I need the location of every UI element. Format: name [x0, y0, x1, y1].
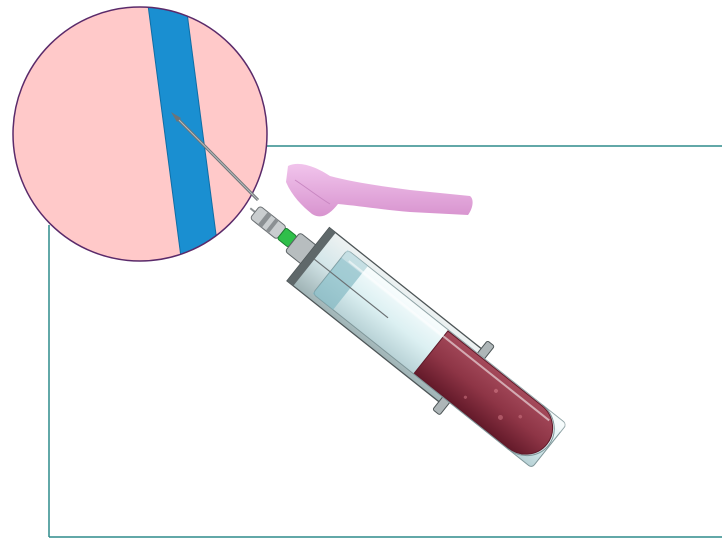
magnified-vein-circle [10, 5, 280, 265]
tourniquet-strap [286, 164, 473, 216]
vacutainer-assembly [223, 174, 577, 481]
